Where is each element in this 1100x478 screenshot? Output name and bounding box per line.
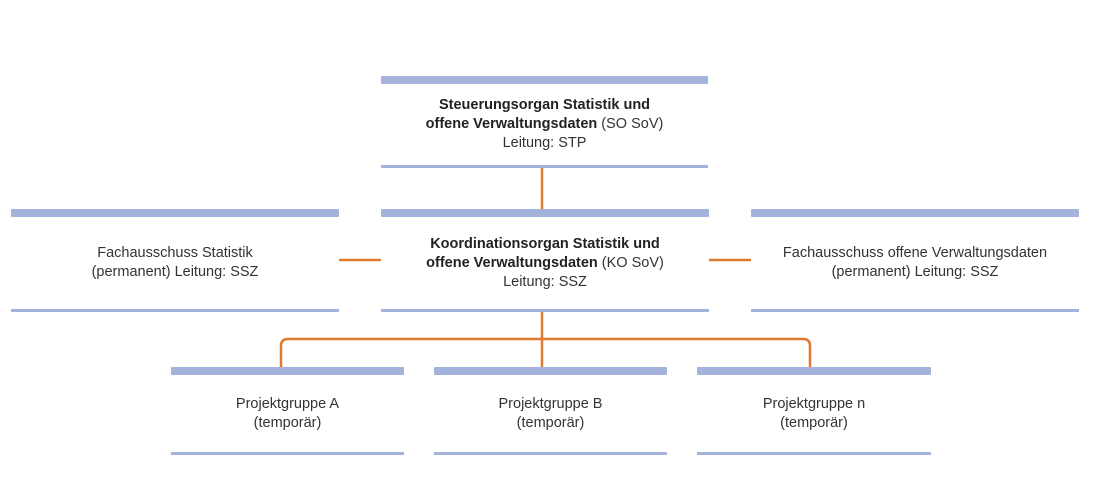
node-leitung: Leitung: SSZ [503,273,587,290]
node-status: (temporär) [253,414,322,431]
node-abbreviation: (KO SoV) [601,254,664,271]
node-title: Koordinationsorgan Statistik und [430,235,660,252]
node-top-bar [381,209,709,217]
node-projektgruppe-b: Projektgruppe B (temporär) [434,367,667,455]
node-title: Projektgruppe n [762,395,866,412]
node-title: Fachausschuss offene Verwaltungsdaten [782,245,1048,261]
node-projektgruppe-a: Projektgruppe A (temporär) [171,367,404,455]
node-koordinationsorgan: Koordinationsorgan Statistik und offene … [381,209,709,312]
node-bottom-bar [171,452,404,455]
node-bottom-bar [697,452,931,455]
node-top-bar [697,367,931,375]
node-leitung: (permanent) Leitung: SSZ [831,264,999,280]
connector-branch-pg [279,337,812,367]
node-leitung: (permanent) Leitung: SSZ [91,264,259,280]
node-title-cont: offene Verwaltungsdaten [425,116,598,132]
node-status: (temporär) [516,414,585,431]
node-top-bar [434,367,667,375]
node-title: Steuerungsorgan Statistik und [438,97,651,113]
node-bottom-bar [11,309,339,312]
node-title-cont: offene Verwaltungsdaten [426,254,598,271]
node-bottom-bar [381,309,709,312]
node-top-bar [751,209,1079,217]
node-title: Fachausschuss Statistik [97,245,253,261]
node-top-bar [171,367,404,375]
node-leitung: Leitung: STP [502,135,587,151]
node-bottom-bar [751,309,1079,312]
node-projektgruppe-n: Projektgruppe n (temporär) [697,367,931,455]
node-fachausschuss-ovd: Fachausschuss offene Verwaltungsdaten (p… [751,209,1079,312]
node-abbreviation: (SO SoV) [601,116,664,132]
node-steuerungsorgan: Steuerungsorgan Statistik und offene Ver… [381,76,708,168]
node-top-bar [381,76,708,84]
node-title: Projektgruppe B [498,395,603,412]
node-top-bar [11,209,339,217]
node-title: Projektgruppe A [235,395,340,412]
node-bottom-bar [434,452,667,455]
node-bottom-bar [381,165,708,168]
node-status: (temporär) [780,414,848,431]
node-fachausschuss-statistik: Fachausschuss Statistik (permanent) Leit… [11,209,339,312]
